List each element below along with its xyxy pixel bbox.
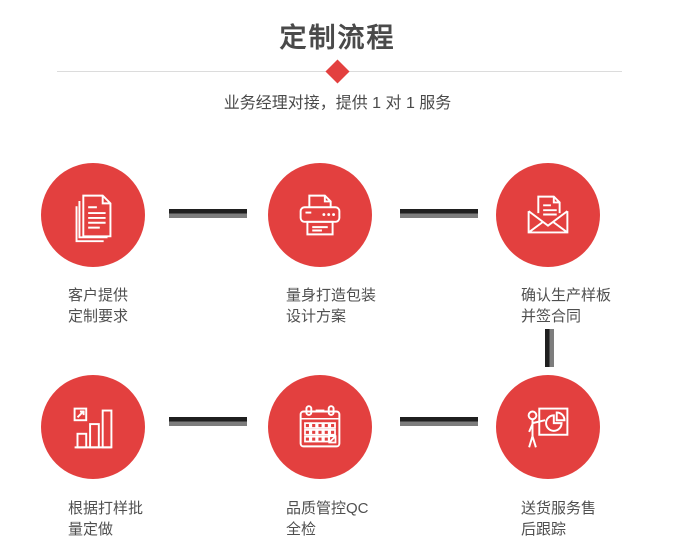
calendar-icon — [299, 405, 341, 448]
step-circle-1 — [41, 163, 145, 267]
step-label-6: 送货服务售后跟踪 — [521, 500, 597, 538]
step-label-4: 根据打样批量定做 — [68, 500, 144, 538]
bar-chart-icon — [73, 407, 113, 449]
presentation-icon — [527, 407, 569, 448]
step-circle-2 — [268, 163, 372, 267]
page-title: 定制流程 — [279, 23, 396, 53]
step-label-3: 确认生产样板并签合同 — [521, 287, 612, 325]
diamond-icon — [325, 59, 350, 84]
documents-icon — [75, 194, 112, 243]
step-circle-5 — [268, 375, 372, 479]
subtitle: 业务经理对接，提供 1 对 1 服务 — [223, 95, 452, 112]
connector-horizontal — [169, 417, 247, 426]
step-circle-4 — [41, 375, 145, 479]
connector-horizontal — [400, 209, 478, 218]
envelope-icon — [527, 195, 569, 234]
step-circle-3 — [496, 163, 600, 267]
printer-icon — [299, 194, 341, 236]
step-label-2: 量身打造包装设计方案 — [286, 287, 377, 325]
step-label-1: 客户提供定制要求 — [68, 287, 129, 325]
connector-vertical — [545, 329, 554, 367]
step-circle-6 — [496, 375, 600, 479]
connector-horizontal — [169, 209, 247, 218]
connector-horizontal — [400, 417, 478, 426]
